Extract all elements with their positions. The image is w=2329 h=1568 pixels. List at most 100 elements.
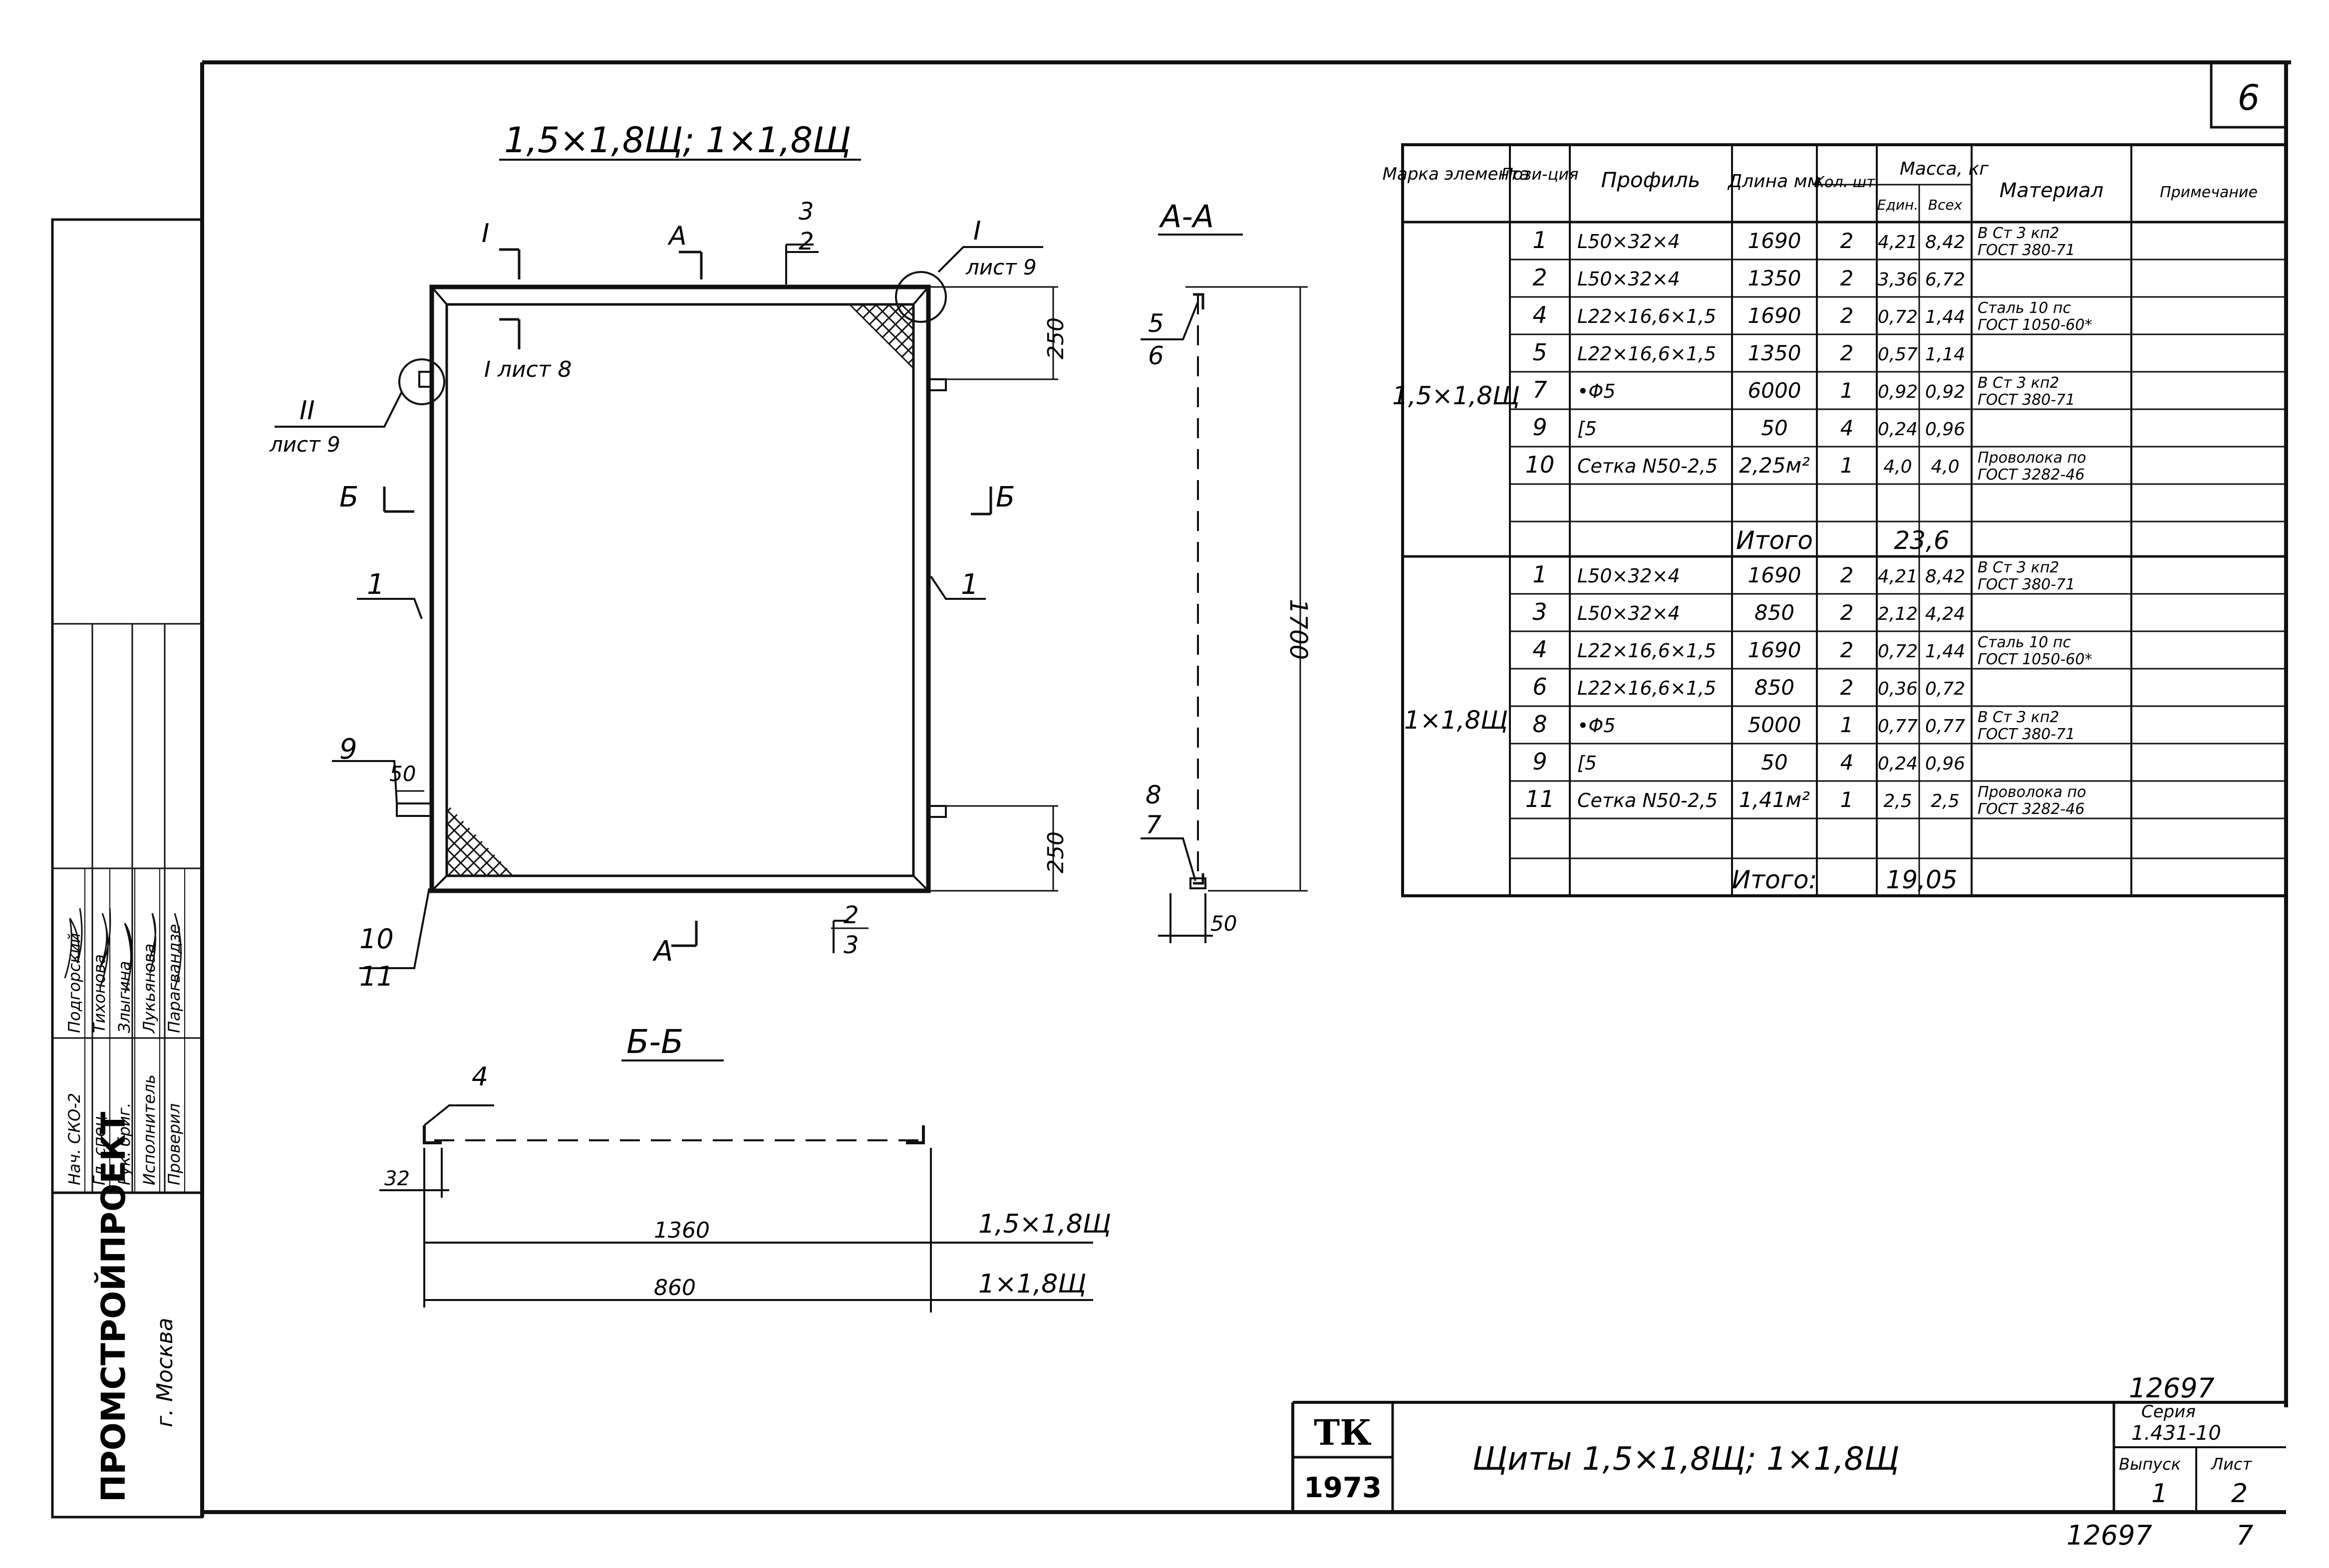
pos-label-2-top: 2 <box>799 228 814 256</box>
stamp-role-0: Нач. СКО-2 <box>65 1093 84 1185</box>
group2-row-2-profile: L22×16,6×1,5 <box>1577 640 1716 662</box>
th-note: Примечание <box>2160 184 2258 201</box>
ref-i-sheet8: I лист 8 <box>484 357 572 382</box>
group2-row-5-length: 50 <box>1761 750 1787 775</box>
pos-label-11: 11 <box>359 961 394 992</box>
tb-sheet-value: 2 <box>2231 1479 2248 1509</box>
group2-row-6-total: 2,5 <box>1931 791 1959 811</box>
group1-row-5-qty: 4 <box>1840 416 1854 440</box>
group1-row-5-total: 0,96 <box>1925 419 1965 440</box>
detail-circle-i <box>895 271 947 323</box>
group2-row-2-length: 1690 <box>1748 638 1801 662</box>
group2-row-0-pos: 1 <box>1532 561 1547 588</box>
group2-row-4-unit: 0,77 <box>1878 716 1918 737</box>
group2-row-3-unit: 0,36 <box>1878 679 1918 699</box>
group2-row-3-qty: 2 <box>1840 675 1854 700</box>
tb-series-label: Серия <box>2141 1402 2196 1422</box>
group1-row-0-qty: 2 <box>1840 229 1854 253</box>
group2-total-label: Итого: <box>1732 865 1817 894</box>
drawing-title: 1,5×1,8Щ; 1×1,8Щ <box>504 120 851 161</box>
ref-i-label: I <box>973 216 981 246</box>
tb-title: Щиты 1,5×1,8Щ; 1×1,8Щ <box>1472 1441 1899 1478</box>
group2-row-6-unit: 2,5 <box>1883 791 1912 811</box>
group1-row-1-profile: L50×32×4 <box>1577 268 1680 290</box>
group2-row-0-total: 8,42 <box>1925 566 1965 587</box>
group1-row-5-pos: 9 <box>1532 414 1547 441</box>
group1-row-4-length: 6000 <box>1748 378 1801 403</box>
dim-250-bottom: 250 <box>1043 831 1069 873</box>
pos-label-1-left: 1 <box>367 568 385 601</box>
size-label-1: 1,5×1,8Щ <box>978 1209 1111 1239</box>
group2-row-0-length: 1690 <box>1748 563 1801 587</box>
dim-32: 32 <box>384 1167 410 1190</box>
tb-page-below: 7 <box>2236 1520 2253 1551</box>
cut-mark-i-top: I <box>482 219 489 249</box>
group2-row-5-profile: [5 <box>1577 752 1597 774</box>
dim-1700: 1700 <box>1284 599 1312 660</box>
tb-issue-label: Выпуск <box>2119 1455 2181 1474</box>
detail-circle-ii <box>398 358 445 405</box>
group2-row-2-unit: 0,72 <box>1878 641 1918 662</box>
spec-table-grid <box>1401 143 2288 897</box>
group1-row-1-total: 6,72 <box>1925 269 1965 290</box>
group1-row-6-qty: 1 <box>1840 453 1854 478</box>
group2-row-1-unit: 2,12 <box>1878 604 1918 624</box>
group1-row-0-pos: 1 <box>1532 227 1547 254</box>
group1-row-3-pos: 5 <box>1532 339 1547 366</box>
spec-table-header: Марка элемента Пози-ция Профиль Длина мм… <box>1383 159 2258 213</box>
group2-row-2-total: 1,44 <box>1925 641 1965 662</box>
main-dimensions <box>397 286 1308 892</box>
group1-total-value: 23,6 <box>1894 526 1949 555</box>
group1-row-4-profile: •Φ5 <box>1577 380 1616 402</box>
org-name: ПРОМСТРОЙПРОЕКТ <box>94 1112 133 1502</box>
group2-row-0-profile: L50×32×4 <box>1577 565 1680 587</box>
dim-1360: 1360 <box>654 1218 710 1243</box>
group1-row-5-length: 50 <box>1761 416 1787 440</box>
group2-row-4-pos: 8 <box>1532 711 1547 738</box>
group2-mark: 1×1,8Щ <box>1404 706 1508 735</box>
th-mass-total: Всех <box>1928 197 1963 213</box>
dim-50-right: 50 <box>1210 911 1237 936</box>
tb-number-above: 12697 <box>2129 1372 2215 1404</box>
group2-row-3-profile: L22×16,6×1,5 <box>1577 677 1716 699</box>
group1-total-label: Итого <box>1736 526 1813 555</box>
bb-pos-4: 4 <box>472 1062 488 1092</box>
th-mass-unit: Един. <box>1877 197 1918 213</box>
group1-row-4-unit: 0,92 <box>1878 382 1918 402</box>
lug-right-top <box>927 378 947 391</box>
group2-row-1-length: 850 <box>1754 600 1794 625</box>
th-profile: Профиль <box>1601 168 1701 192</box>
group1-row-2-pos: 4 <box>1532 301 1547 328</box>
group2-row-6-profile: Сетка N50-2,5 <box>1577 789 1718 811</box>
dim-860: 860 <box>654 1275 696 1301</box>
sheet-number-top: 6 <box>2238 77 2260 118</box>
mesh-hatch-bottom-left <box>447 803 514 876</box>
th-mark: Марка элемента <box>1383 164 1530 184</box>
stamp-name-3: Лукьянова <box>140 944 159 1034</box>
group1-row-2-unit: 0,72 <box>1878 307 1918 327</box>
position-leaders <box>332 244 986 969</box>
group1-row-2-total: 1,44 <box>1925 307 1965 327</box>
group2-total-value: 19,05 <box>1886 865 1957 894</box>
group1-row-4-pos: 7 <box>1532 376 1547 403</box>
section-aa-view <box>1141 293 1213 943</box>
group1-row-0-unit: 4,21 <box>1878 232 1918 253</box>
group1-row-3-unit: 0,57 <box>1878 344 1918 365</box>
group1-row-6-unit: 4,0 <box>1883 457 1912 477</box>
th-length: Длина мм <box>1727 171 1821 192</box>
group1-row-5-profile: [5 <box>1577 418 1597 440</box>
title-block <box>1291 1401 2286 1512</box>
section-markers <box>383 248 992 947</box>
cut-mark-b-left: Б <box>339 481 358 514</box>
cut-mark-a-bottom: А <box>652 935 673 968</box>
group1-row-6-total: 4,0 <box>1931 457 1959 477</box>
group2-row-0-qty: 2 <box>1840 563 1854 587</box>
group2-row-2-pos: 4 <box>1532 636 1547 663</box>
